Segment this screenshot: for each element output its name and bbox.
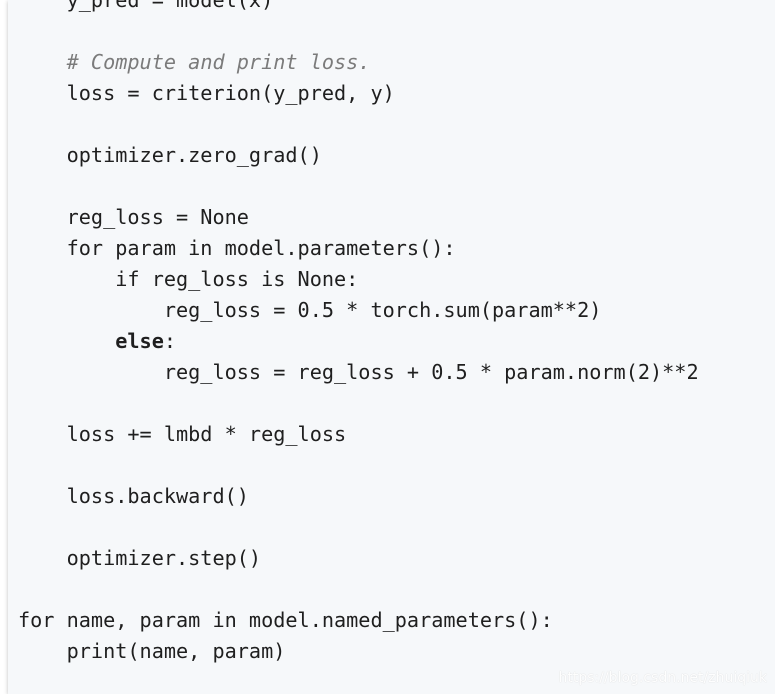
code-token: reg_loss = reg_loss + 0.5 * param.norm(2… [18, 360, 699, 384]
code-token [18, 50, 67, 74]
code-line: # Compute and print loss. [18, 47, 699, 78]
code-line [18, 388, 699, 419]
code-line: for name, param in model.named_parameter… [18, 605, 699, 636]
code-line: print(name, param) [18, 636, 699, 667]
code-line: for param in model.parameters(): [18, 233, 699, 264]
code-token: if reg_loss is None: [18, 267, 359, 291]
code-line: optimizer.zero_grad() [18, 140, 699, 171]
code-token: reg_loss = 0.5 * torch.sum(param**2) [18, 298, 602, 322]
code-token: optimizer.zero_grad() [18, 143, 322, 167]
code-line: reg_loss = 0.5 * torch.sum(param**2) [18, 295, 699, 326]
code-line [18, 171, 699, 202]
code-line [18, 109, 699, 140]
code-line: loss.backward() [18, 481, 699, 512]
code-text[interactable]: y_pred = model(x) # Compute and print lo… [18, 0, 699, 667]
code-token: : [163, 329, 177, 353]
code-line: if reg_loss is None: [18, 264, 699, 295]
code-line: reg_loss = reg_loss + 0.5 * param.norm(2… [18, 357, 699, 388]
code-comment: # Compute and print loss. [66, 50, 371, 74]
code-token: for param in model.parameters(): [18, 236, 456, 260]
code-line: loss += lmbd * reg_loss [18, 419, 699, 450]
code-line [18, 574, 699, 605]
code-line: optimizer.step() [18, 543, 699, 574]
code-token: for name, param in model.named_parameter… [18, 608, 553, 632]
code-token [18, 329, 115, 353]
code-line: reg_loss = None [18, 202, 699, 233]
code-token: print(name, param) [18, 639, 286, 663]
code-line [18, 512, 699, 543]
code-token: reg_loss = None [18, 205, 249, 229]
code-line [18, 450, 699, 481]
code-keyword: else [115, 329, 164, 353]
code-token: loss = criterion(y_pred, y) [18, 81, 395, 105]
watermark: https://blog.csdn.net/zhuiqiuk [558, 670, 768, 686]
code-token: optimizer.step() [18, 546, 262, 570]
code-line: loss = criterion(y_pred, y) [18, 78, 699, 109]
code-line [18, 16, 699, 47]
code-token: y_pred = model(x) [18, 0, 274, 12]
code-line: else: [18, 326, 699, 357]
code-block: y_pred = model(x) # Compute and print lo… [8, 0, 775, 694]
code-line: y_pred = model(x) [18, 0, 699, 16]
code-token: loss += lmbd * reg_loss [18, 422, 347, 446]
code-token: loss.backward() [18, 484, 249, 508]
